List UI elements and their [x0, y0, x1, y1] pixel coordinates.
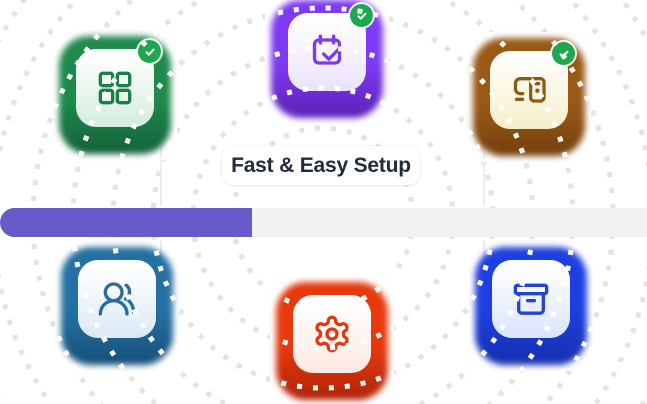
app-tile-devices[interactable] [473, 38, 585, 156]
app-tile-grid[interactable] [59, 36, 171, 154]
calendar-check-icon [312, 34, 342, 65]
tile-surface [293, 295, 371, 373]
check-icon [559, 50, 568, 58]
setup-label: Fast & Easy Setup [222, 146, 420, 185]
completed-badge [138, 40, 161, 63]
app-tile-settings[interactable] [276, 282, 388, 400]
check-icon [145, 48, 154, 56]
tile-surface [78, 260, 156, 338]
archive-icon [513, 283, 549, 315]
grid-icon [98, 71, 132, 105]
app-tile-users[interactable] [61, 247, 173, 365]
app-tile-archive[interactable] [475, 247, 587, 365]
users-icon [98, 282, 136, 316]
monitor-smartphone-icon [513, 76, 546, 103]
gear-icon [315, 315, 349, 353]
tile-surface [492, 260, 570, 338]
completed-badge [552, 42, 575, 65]
progress-bar [0, 208, 647, 237]
check-icon [357, 12, 366, 20]
progress-fill [0, 208, 253, 237]
completed-badge [350, 4, 373, 27]
app-tile-calendar[interactable] [271, 0, 383, 118]
